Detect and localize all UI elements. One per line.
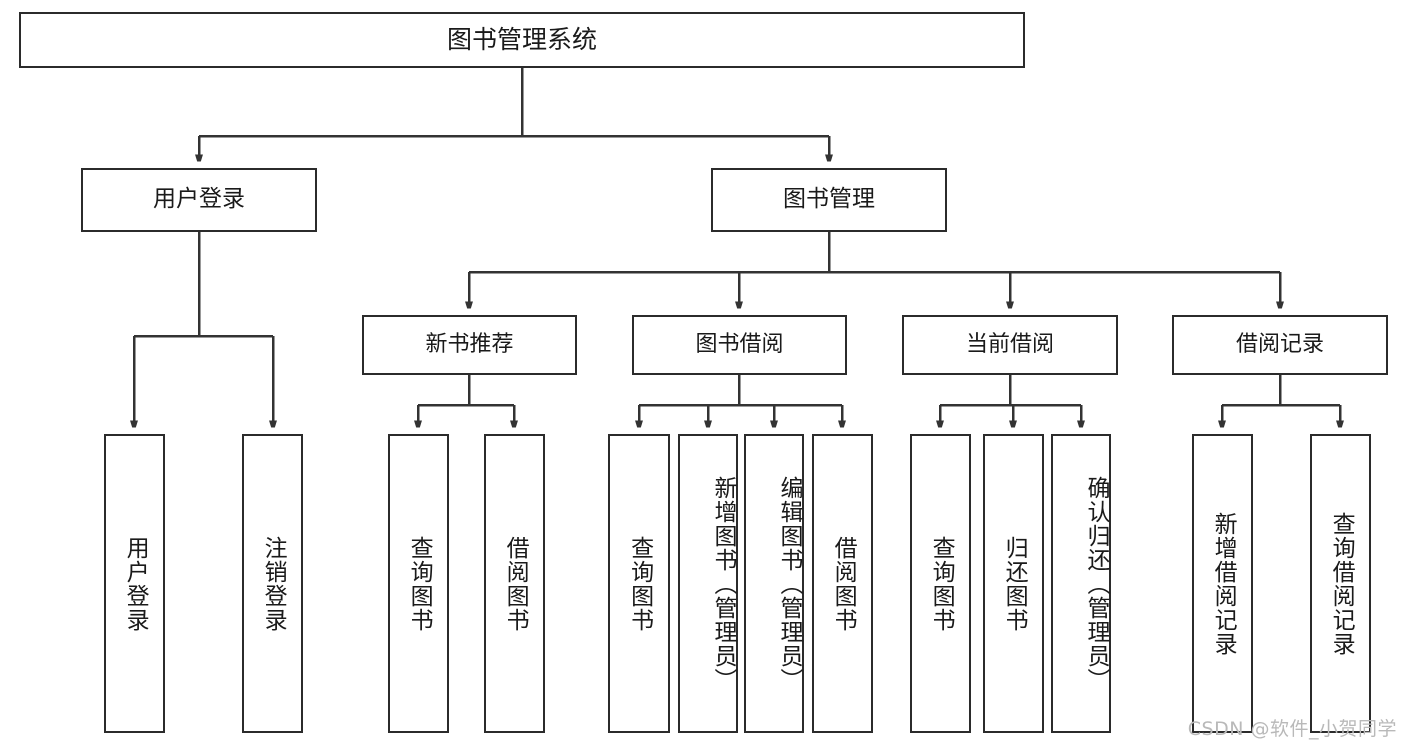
node-label: 确认归还（管理员） [1083, 475, 1109, 692]
node-leaf-return-book[interactable]: 归还图书 [983, 434, 1044, 733]
node-leaf-user-login[interactable]: 用户登录 [104, 434, 165, 733]
node-label: 新书推荐 [425, 332, 514, 358]
node-leaf-query-record[interactable]: 查询借阅记录 [1310, 434, 1371, 733]
node-label: 编辑图书（管理员） [776, 475, 802, 692]
node-label: 查询借阅记录 [1328, 511, 1355, 656]
node-label: 当前借阅 [965, 332, 1054, 358]
node-leaf-query-book-rec[interactable]: 查询图书 [388, 434, 449, 733]
node-leaf-borrow-book-rec[interactable]: 借阅图书 [484, 434, 545, 733]
node-book-borrow[interactable]: 图书借阅 [632, 315, 847, 375]
node-label: 归还图书 [1001, 535, 1028, 632]
node-label: 查询图书 [626, 535, 653, 632]
node-user-login[interactable]: 用户登录 [81, 168, 317, 232]
node-label: 新增借阅记录 [1210, 511, 1237, 656]
node-label: 图书管理系统 [446, 25, 597, 55]
node-label: 注销登录 [260, 535, 287, 632]
node-label: 借阅图书 [830, 535, 857, 632]
node-leaf-edit-book[interactable]: 编辑图书（管理员） [744, 434, 804, 733]
node-leaf-add-record[interactable]: 新增借阅记录 [1192, 434, 1253, 733]
node-label: 用户登录 [153, 186, 245, 213]
node-label: 图书管理 [783, 186, 875, 213]
node-label: 图书借阅 [695, 332, 784, 358]
node-borrow-record[interactable]: 借阅记录 [1172, 315, 1388, 375]
node-leaf-add-book[interactable]: 新增图书（管理员） [678, 434, 738, 733]
node-new-book-recommend[interactable]: 新书推荐 [362, 315, 577, 375]
node-leaf-user-logout[interactable]: 注销登录 [242, 434, 303, 733]
node-leaf-confirm-return[interactable]: 确认归还（管理员） [1051, 434, 1111, 733]
node-current-borrow[interactable]: 当前借阅 [902, 315, 1118, 375]
node-book-manage[interactable]: 图书管理 [711, 168, 947, 232]
node-label: 用户登录 [122, 535, 149, 632]
node-label: 借阅记录 [1235, 332, 1324, 358]
node-root[interactable]: 图书管理系统 [19, 12, 1025, 68]
node-label: 查询图书 [406, 535, 433, 632]
node-leaf-borrow-book-b[interactable]: 借阅图书 [812, 434, 873, 733]
node-label: 借阅图书 [502, 535, 529, 632]
node-leaf-query-book-c[interactable]: 查询图书 [910, 434, 971, 733]
node-leaf-query-book-b[interactable]: 查询图书 [608, 434, 670, 733]
node-label: 新增图书（管理员） [710, 475, 736, 692]
watermark: CSDN @软件_小贺同学 [1187, 718, 1397, 740]
node-label: 查询图书 [928, 535, 955, 632]
